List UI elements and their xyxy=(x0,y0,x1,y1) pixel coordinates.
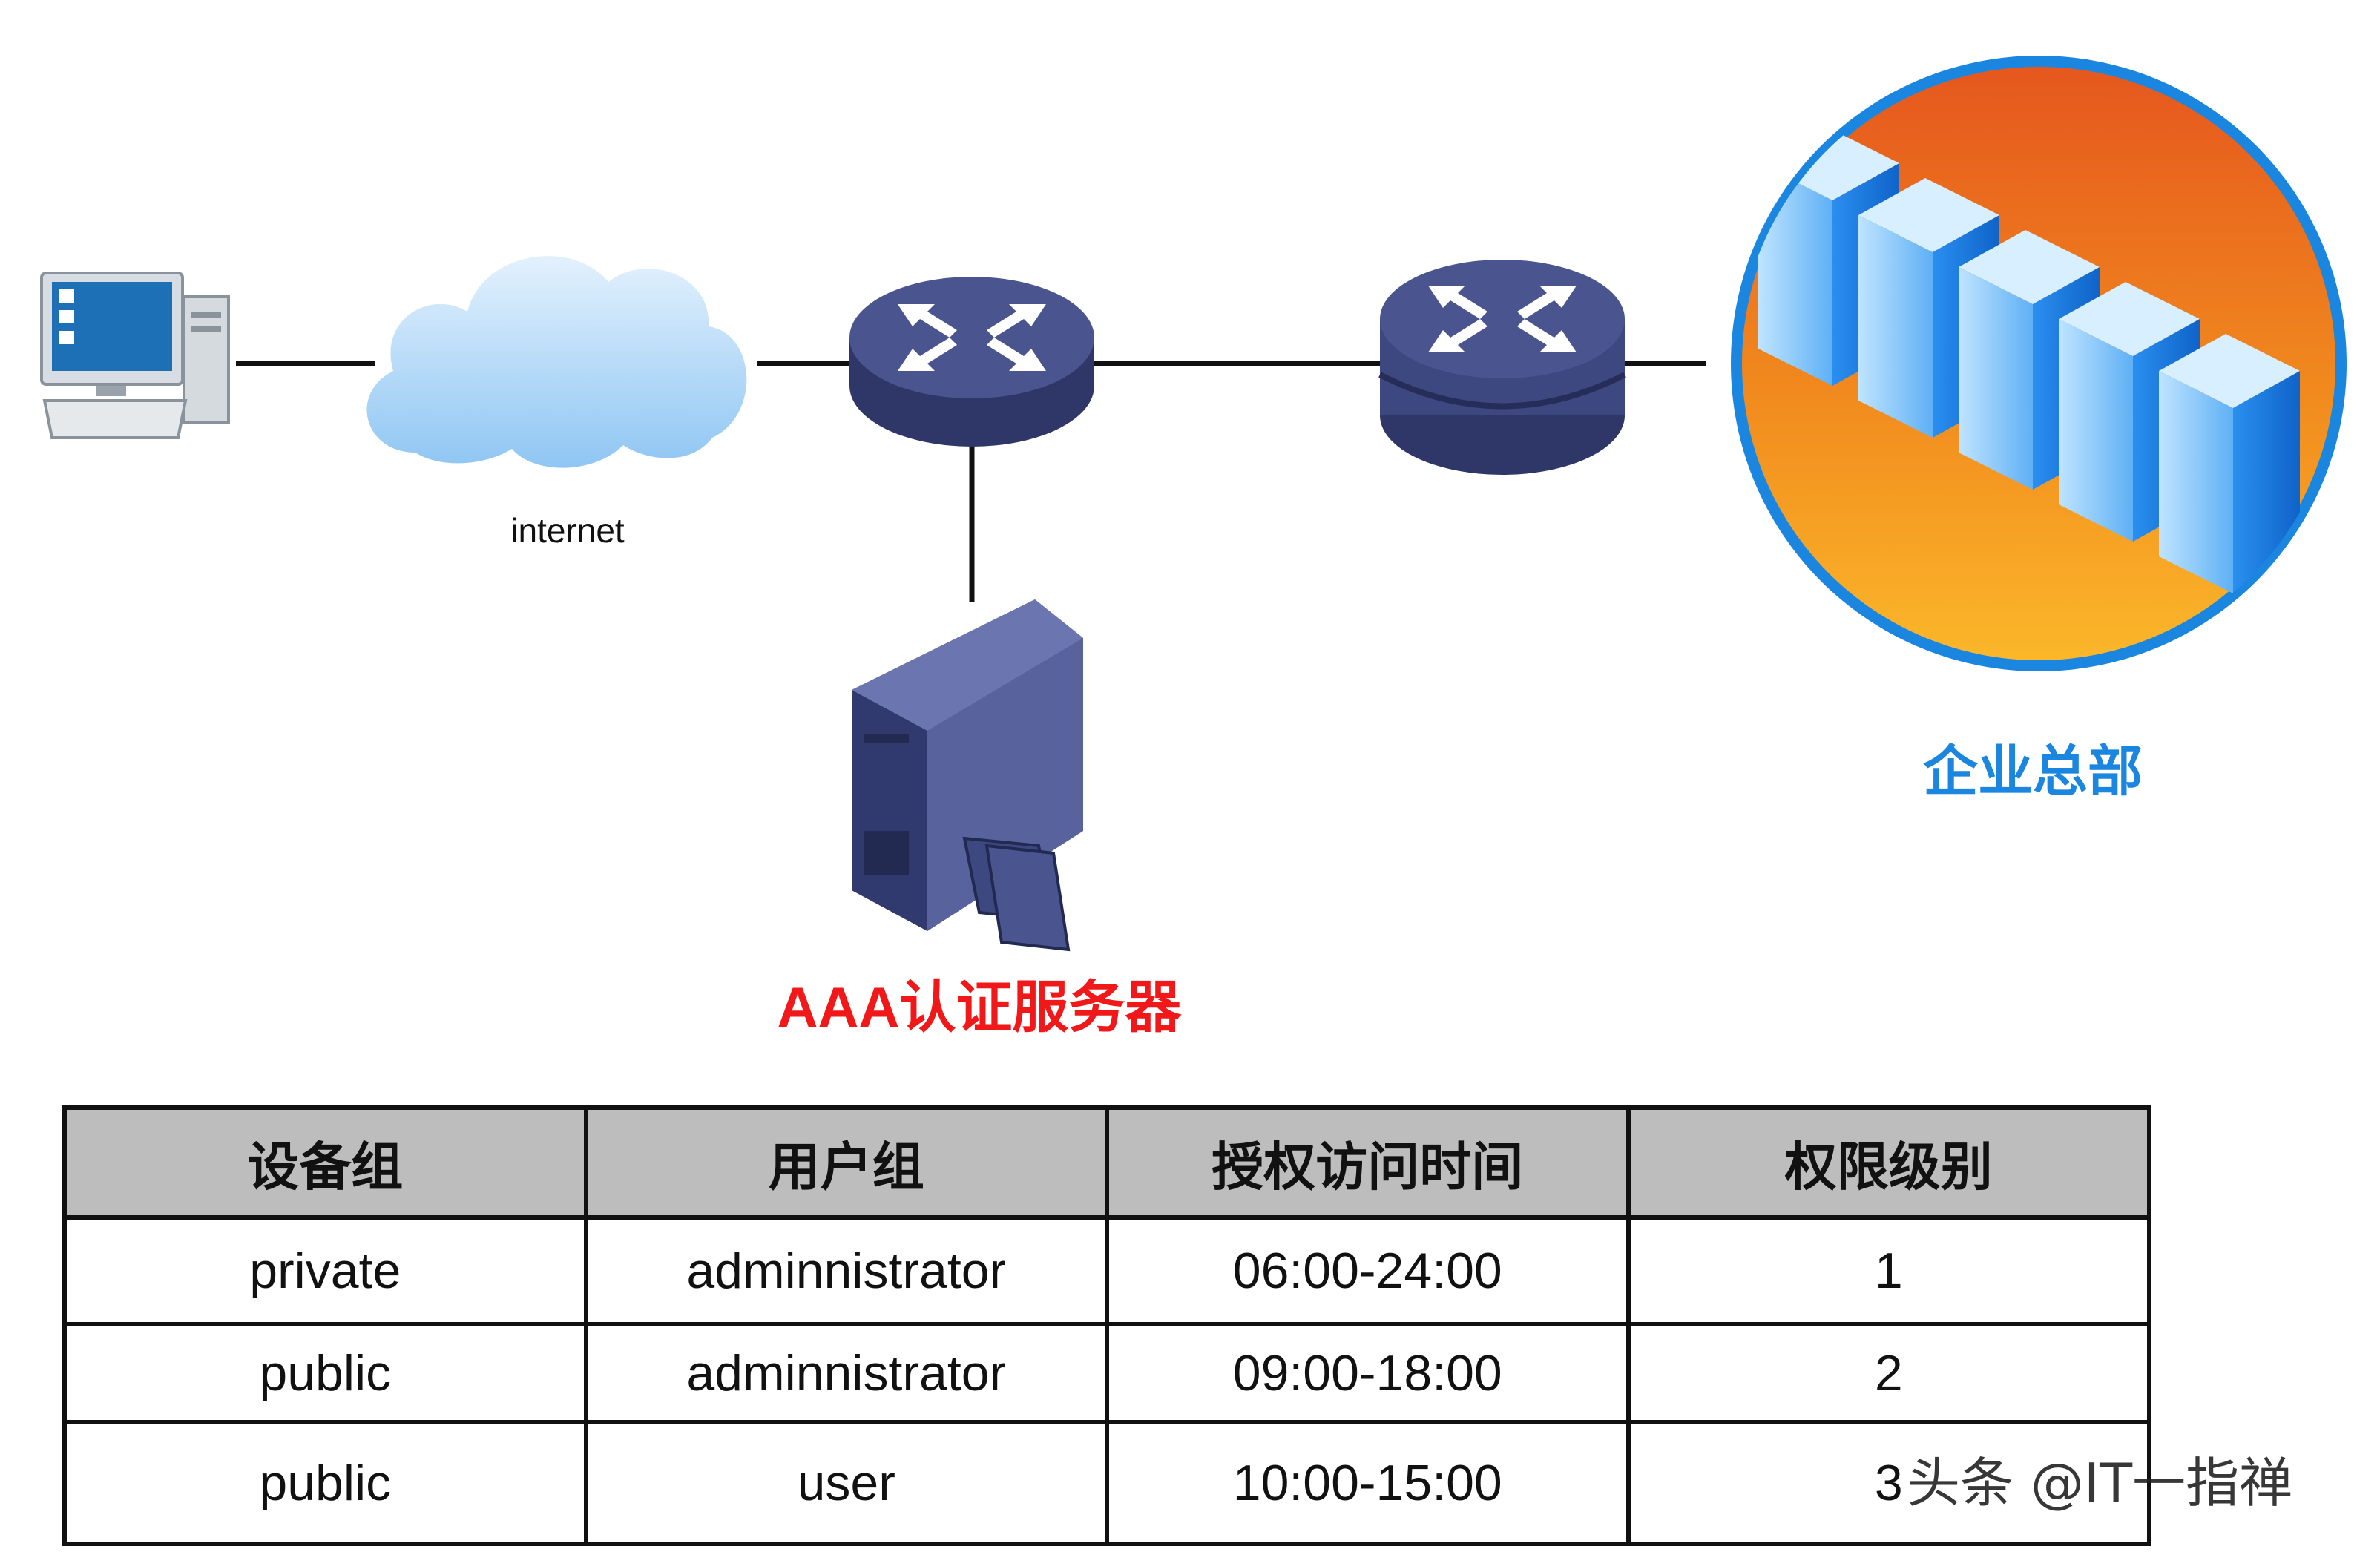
watermark: 头条 @IT一指禅 xyxy=(1907,1452,2293,1514)
table-row: private adminnistrator 06:00-24:00 1 xyxy=(62,1215,2151,1326)
cell-device-group: public xyxy=(62,1420,588,1546)
router-icon xyxy=(1378,260,1626,475)
table-row: public user 10:00-15:00 3 xyxy=(62,1420,2151,1546)
cell-privilege-level: 3 xyxy=(1625,1420,2151,1546)
permission-table: 设备组 用户组 授权访问时间 权限级别 private adminnistrat… xyxy=(62,1105,2151,1546)
server-tower-icon xyxy=(852,599,1083,952)
headquarters-label: 企业总部 xyxy=(1923,740,2143,802)
cell-device-group: private xyxy=(62,1215,588,1326)
cell-privilege-level: 2 xyxy=(1625,1322,2151,1424)
header-device-group: 设备组 xyxy=(62,1105,588,1220)
pc-icon xyxy=(40,272,230,439)
network-diagram xyxy=(40,56,2347,952)
cell-device-group: public xyxy=(62,1322,588,1424)
connection-lines xyxy=(236,361,1706,602)
cell-privilege-level: 1 xyxy=(1625,1215,2151,1326)
header-access-time: 授权访问时间 xyxy=(1105,1105,1631,1220)
switch-icon xyxy=(849,277,1094,447)
header-user-group: 用户组 xyxy=(583,1105,1109,1220)
table-header-row: 设备组 用户组 授权访问时间 权限级别 xyxy=(62,1105,2151,1220)
cell-user-group: adminnistrator xyxy=(583,1215,1109,1326)
aaa-server-label: AAA认证服务器 xyxy=(777,976,1182,1039)
cell-access-time: 06:00-24:00 xyxy=(1105,1215,1631,1326)
cell-access-time: 10:00-15:00 xyxy=(1105,1420,1631,1546)
cell-user-group: adminnistrator xyxy=(583,1322,1109,1424)
server-rack-icon xyxy=(1731,56,2347,671)
internet-label: internet xyxy=(510,511,625,550)
header-privilege-level: 权限级别 xyxy=(1625,1105,2151,1220)
cloud-icon xyxy=(366,256,747,468)
table-row: public adminnistrator 09:00-18:00 2 xyxy=(62,1322,2151,1424)
cell-user-group: user xyxy=(583,1420,1109,1546)
cell-access-time: 09:00-18:00 xyxy=(1105,1322,1631,1424)
